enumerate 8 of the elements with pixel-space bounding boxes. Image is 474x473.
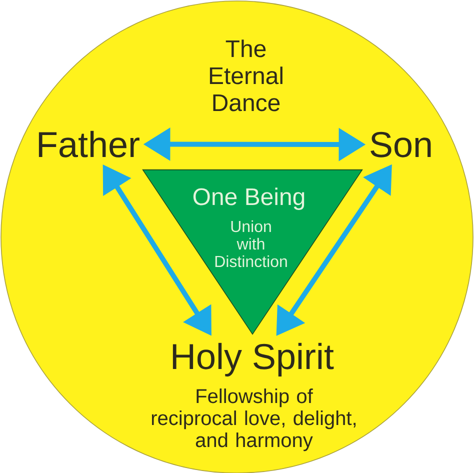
node-label: Father bbox=[38, 130, 140, 158]
node-label: Son bbox=[370, 132, 431, 158]
heading-text: The Eternal Dance bbox=[210, 40, 282, 112]
triangle-heading: One Being bbox=[193, 188, 304, 210]
triangle-text: Union with Distinction bbox=[215, 220, 287, 268]
caption-text: Fellowship of reciprocal love, delight, and harmony bbox=[152, 388, 356, 452]
triangle bbox=[142, 169, 363, 335]
node-label: Holy Spirit bbox=[172, 342, 334, 376]
